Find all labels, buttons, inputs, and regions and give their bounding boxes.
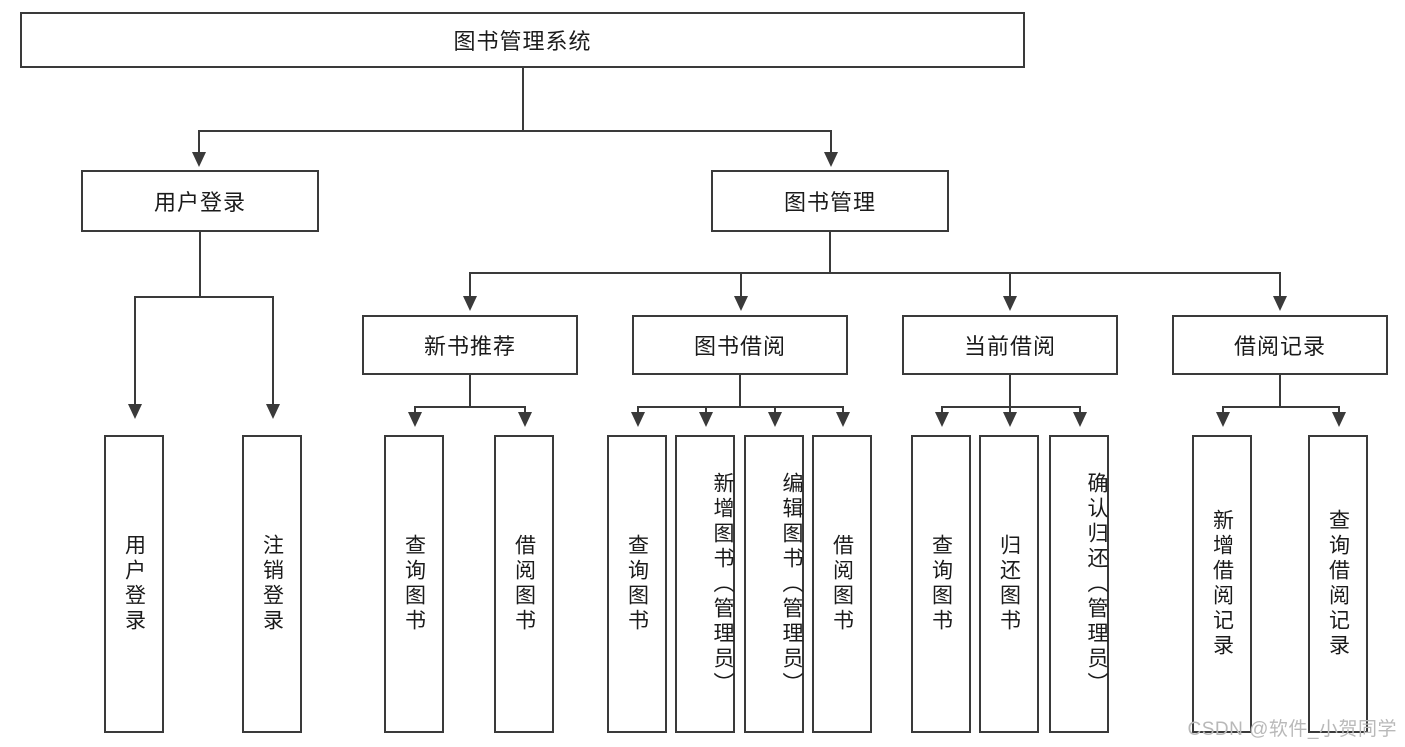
arrow-down-icon [631, 412, 645, 427]
node-current-borrow[interactable]: 当前借阅 [902, 315, 1118, 375]
node-label: 查询图书 [929, 534, 953, 634]
connector-drop-leaf-query-record [1338, 406, 1340, 414]
connector-book-manage-stem [829, 232, 831, 272]
connector-drop-leaf-query-book-2 [637, 406, 639, 414]
connector-drop-leaf-query-book-1 [414, 406, 416, 414]
connector-drop-borrow-record [1279, 272, 1281, 298]
leaf-query-book-2[interactable]: 查询图书 [607, 435, 667, 733]
arrow-down-icon [266, 404, 280, 419]
connector-user-login-stem [199, 232, 201, 296]
node-label: 查询借阅记录 [1326, 509, 1350, 659]
node-borrow-record[interactable]: 借阅记录 [1172, 315, 1388, 375]
connector-drop-book-borrow [740, 272, 742, 298]
leaf-add-record[interactable]: 新增借阅记录 [1192, 435, 1252, 733]
arrow-down-icon [408, 412, 422, 427]
leaf-borrow-book-1[interactable]: 借阅图书 [494, 435, 554, 733]
node-label: 图书借阅 [693, 334, 786, 359]
connector-drop-leaf-borrow-book-2 [842, 406, 844, 414]
node-label: 新增图书（管理员） [711, 471, 734, 697]
arrow-down-icon [768, 412, 782, 427]
watermark: CSDN @软件_小贺同学 [1187, 719, 1397, 740]
node-label: 借阅图书 [512, 534, 536, 634]
connector-borrow-record-stem [1279, 375, 1281, 406]
connector-drop-leaf-add-record [1222, 406, 1224, 414]
connector-drop-leaf-return-book [1009, 406, 1011, 414]
connector-root-stem [522, 68, 524, 130]
connector-drop-leaf-confirm-return [1079, 406, 1081, 414]
arrow-down-icon [699, 412, 713, 427]
connector-drop-leaf-add-book [705, 406, 707, 414]
node-label: 借阅记录 [1233, 334, 1326, 359]
leaf-query-book-3[interactable]: 查询图书 [911, 435, 971, 733]
leaf-user-logout[interactable]: 注销登录 [242, 435, 302, 733]
leaf-edit-book[interactable]: 编辑图书（管理员） [744, 435, 804, 733]
arrow-down-icon [518, 412, 532, 427]
arrow-down-icon [836, 412, 850, 427]
connector-user-login-bus [134, 296, 272, 298]
leaf-query-record[interactable]: 查询借阅记录 [1308, 435, 1368, 733]
node-book-manage[interactable]: 图书管理 [711, 170, 949, 232]
connector-borrow-record-bus [1222, 406, 1340, 408]
connector-drop-leaf-query-book-3 [941, 406, 943, 414]
connector-drop-user-login [198, 130, 200, 154]
node-label: 用户登录 [153, 190, 246, 215]
arrow-down-icon [935, 412, 949, 427]
leaf-add-book[interactable]: 新增图书（管理员） [675, 435, 735, 733]
arrow-down-icon [824, 152, 838, 167]
node-label: 确认归还（管理员） [1085, 471, 1108, 697]
node-label: 图书管理 [783, 190, 876, 215]
node-label: 查询图书 [625, 534, 649, 634]
arrow-down-icon [128, 404, 142, 419]
leaf-return-book[interactable]: 归还图书 [979, 435, 1039, 733]
node-label: 查询图书 [402, 534, 426, 634]
leaf-confirm-return[interactable]: 确认归还（管理员） [1049, 435, 1109, 733]
arrow-down-icon [463, 296, 477, 311]
connector-drop-leaf-user-logout [272, 296, 274, 406]
connector-level3-bus [469, 272, 1281, 274]
connector-new-book-recommend-stem [469, 375, 471, 406]
connector-new-book-recommend-bus [414, 406, 526, 408]
connector-drop-book-manage [830, 130, 832, 154]
connector-drop-leaf-borrow-book-1 [524, 406, 526, 414]
leaf-borrow-book-2[interactable]: 借阅图书 [812, 435, 872, 733]
node-book-borrow[interactable]: 图书借阅 [632, 315, 848, 375]
node-user-login[interactable]: 用户登录 [81, 170, 319, 232]
node-label: 图书管理系统 [453, 29, 592, 54]
connector-drop-leaf-edit-book [774, 406, 776, 414]
arrow-down-icon [1273, 296, 1287, 311]
leaf-user-login[interactable]: 用户登录 [104, 435, 164, 733]
node-label: 新增借阅记录 [1210, 509, 1234, 659]
leaf-query-book-1[interactable]: 查询图书 [384, 435, 444, 733]
arrow-down-icon [1216, 412, 1230, 427]
node-label: 编辑图书（管理员） [780, 471, 803, 697]
node-label: 用户登录 [122, 534, 146, 634]
connector-level2-bus [198, 130, 832, 132]
connector-drop-current-borrow [1009, 272, 1011, 298]
node-label: 借阅图书 [830, 534, 854, 634]
connector-book-borrow-stem [739, 375, 741, 406]
node-label: 新书推荐 [423, 334, 516, 359]
node-label: 注销登录 [260, 534, 284, 634]
node-label: 当前借阅 [963, 334, 1056, 359]
node-label: 归还图书 [997, 534, 1021, 634]
arrow-down-icon [1332, 412, 1346, 427]
connector-book-borrow-bus [637, 406, 844, 408]
connector-drop-new-book-recommend [469, 272, 471, 298]
node-new-book-recommend[interactable]: 新书推荐 [362, 315, 578, 375]
node-root-system[interactable]: 图书管理系统 [20, 12, 1025, 68]
connector-current-borrow-bus [941, 406, 1081, 408]
connector-current-borrow-stem [1009, 375, 1011, 406]
connector-drop-leaf-user-login [134, 296, 136, 406]
arrow-down-icon [1003, 296, 1017, 311]
arrow-down-icon [1003, 412, 1017, 427]
arrow-down-icon [192, 152, 206, 167]
arrow-down-icon [734, 296, 748, 311]
arrow-down-icon [1073, 412, 1087, 427]
